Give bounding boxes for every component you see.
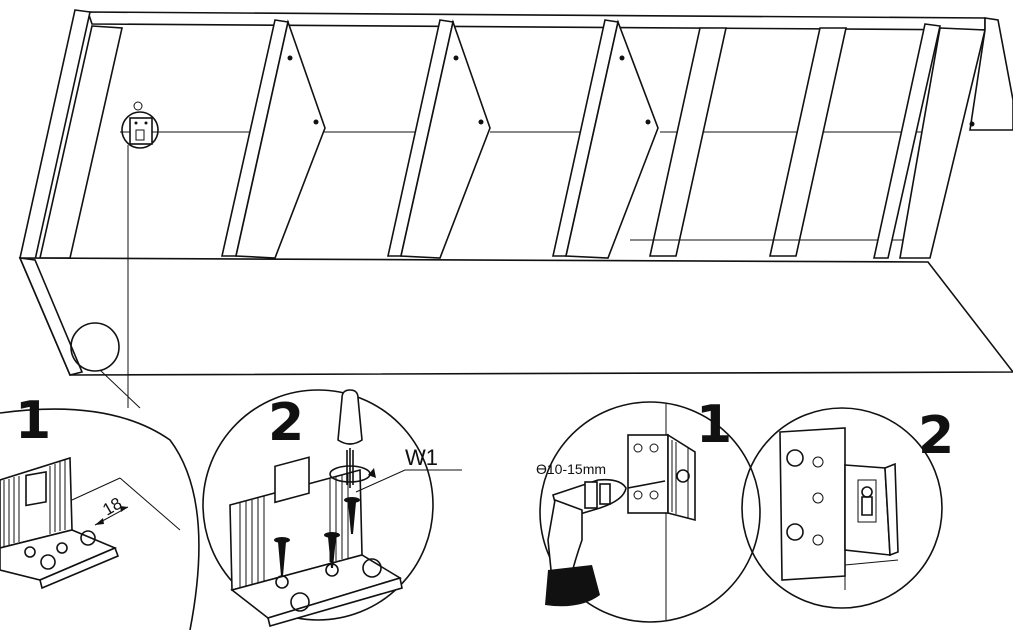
slat-2 (769, 27, 847, 257)
step-2-right-number: 2 (918, 406, 954, 466)
right-side-panel (969, 17, 1013, 131)
bottom-board-edge (18, 257, 84, 376)
step-1-left-number: 1 (15, 391, 51, 451)
drill-icon (545, 478, 666, 607)
wall-bracket-icon (121, 101, 159, 149)
bottom-board (18, 257, 1013, 376)
shelf-top-edge (86, 11, 986, 31)
detail-1-bracket: 1 18 (0, 391, 200, 630)
right-inner-panel (899, 27, 987, 259)
detail-2-screwing: 2 (202, 389, 462, 627)
drill-diameter-label: ϴ10-15mm (536, 461, 606, 477)
right-divider (873, 23, 941, 259)
divider-1 (221, 19, 326, 259)
slat-1 (649, 27, 727, 257)
screw-icon (274, 497, 360, 576)
divider-2 (387, 19, 491, 259)
step-2-left-number: 2 (268, 393, 304, 453)
detail-2-mounted: 2 (741, 406, 954, 609)
detail-marker (70, 322, 120, 372)
divider-3 (552, 19, 659, 259)
screwdriver-icon (329, 389, 376, 488)
screw-code-label: W1 (405, 445, 438, 470)
detail-1-drilling: 1 ϴ10-15mm (536, 395, 761, 623)
shelf-unit (18, 9, 1013, 409)
step-1-right-number: 1 (696, 395, 732, 455)
dimension-label: 18 (99, 494, 125, 520)
